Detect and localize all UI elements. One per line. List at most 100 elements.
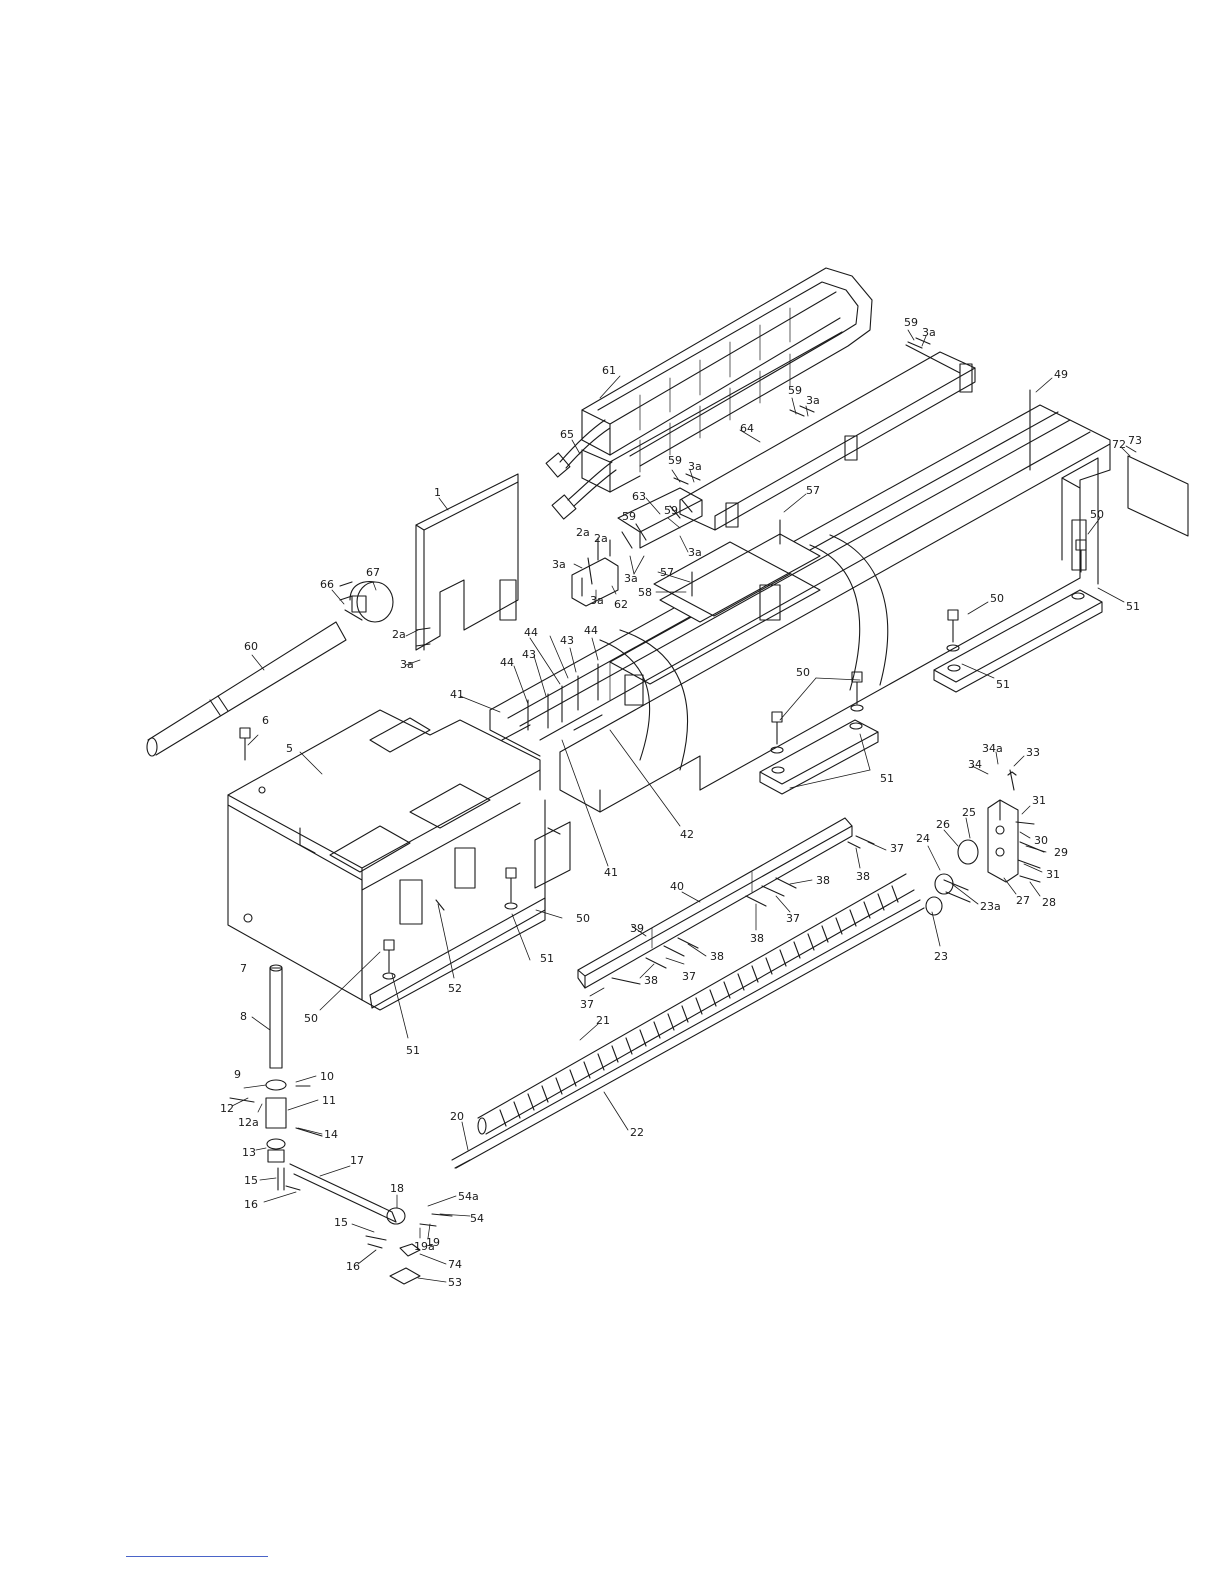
callout-64: 64 xyxy=(740,422,754,435)
callout-3a-h: 3a xyxy=(590,594,604,607)
callout-72: 72 xyxy=(1112,438,1126,451)
callout-5: 5 xyxy=(286,742,293,755)
callout-18: 18 xyxy=(390,1182,404,1195)
callout-49: 49 xyxy=(1054,368,1068,381)
callout-38c: 38 xyxy=(750,932,764,945)
callout-39: 39 xyxy=(630,922,644,935)
bracket-plates xyxy=(571,487,791,617)
callout-38: 38 xyxy=(856,870,870,883)
callout-24: 24 xyxy=(916,832,930,845)
callout-43b: 43 xyxy=(560,634,574,647)
callout-16b: 16 xyxy=(346,1260,360,1273)
callout-38e: 38 xyxy=(644,974,658,987)
end-bearing-block xyxy=(925,771,1019,916)
callout-37c: 37 xyxy=(682,970,696,983)
end-cover-plate xyxy=(1127,455,1189,537)
headstock-end-block xyxy=(227,709,571,1011)
cross-link-arm xyxy=(289,1163,421,1285)
callout-44b: 44 xyxy=(524,626,538,639)
gear-rack-bar xyxy=(577,817,853,989)
callout-62: 62 xyxy=(614,598,628,611)
callout-59b: 59 xyxy=(788,384,802,397)
callout-17: 17 xyxy=(350,1154,364,1167)
riser-block-right xyxy=(933,589,1103,693)
callout-8: 8 xyxy=(240,1010,247,1023)
callout-38b: 38 xyxy=(816,874,830,887)
lead-screw xyxy=(477,873,915,1135)
callout-63: 63 xyxy=(632,490,646,503)
callout-3a-e: 3a xyxy=(688,546,702,559)
callout-37: 37 xyxy=(890,842,904,855)
callout-3a-d: 3a xyxy=(688,460,702,473)
guide-rod xyxy=(451,899,925,1169)
callout-9: 9 xyxy=(234,1068,241,1081)
callout-57b: 57 xyxy=(660,566,674,579)
callout-41b: 41 xyxy=(604,866,618,879)
cable-carrier-chain xyxy=(581,267,873,493)
callout-54: 54 xyxy=(470,1212,484,1225)
part-callouts: 1 2a 3a 5 6 60 66 67 7 8 9 10 11 12 12a … xyxy=(220,316,1142,1289)
callout-51d: 51 xyxy=(540,952,554,965)
callout-37d: 37 xyxy=(580,998,594,1011)
callout-16: 16 xyxy=(244,1198,258,1211)
callout-7: 7 xyxy=(240,962,247,975)
leader-lines xyxy=(231,329,1137,1283)
callout-73: 73 xyxy=(1128,434,1142,447)
callout-3a-c: 3a xyxy=(806,394,820,407)
vertical-shaft-assembly xyxy=(265,964,287,1191)
callout-59d: 59 xyxy=(622,510,636,523)
callout-22: 22 xyxy=(630,1126,644,1139)
callout-12a: 12a xyxy=(238,1116,259,1129)
callout-51b: 51 xyxy=(996,678,1010,691)
callout-59c: 59 xyxy=(668,454,682,467)
callout-3a: 3a xyxy=(400,658,414,671)
callout-53: 53 xyxy=(448,1276,462,1289)
callout-34: 34 xyxy=(968,758,982,771)
callout-59: 59 xyxy=(904,316,918,329)
callout-42: 42 xyxy=(680,828,694,841)
callout-25: 25 xyxy=(962,806,976,819)
callout-26: 26 xyxy=(936,818,950,831)
callout-61: 61 xyxy=(602,364,616,377)
callout-38d: 38 xyxy=(710,950,724,963)
callout-3a-b: 3a xyxy=(922,326,936,339)
callout-14: 14 xyxy=(324,1128,338,1141)
callout-60: 60 xyxy=(244,640,258,653)
callout-20: 20 xyxy=(450,1110,464,1123)
callout-67: 67 xyxy=(366,566,380,579)
callout-40: 40 xyxy=(670,880,684,893)
callout-29: 29 xyxy=(1054,846,1068,859)
callout-57: 57 xyxy=(806,484,820,497)
callout-11: 11 xyxy=(322,1094,336,1107)
callout-44c: 44 xyxy=(584,624,598,637)
break-lines xyxy=(599,534,889,771)
callout-21: 21 xyxy=(596,1014,610,1027)
callout-50b: 50 xyxy=(990,592,1004,605)
callout-34a: 34a xyxy=(982,742,1003,755)
callout-3a-f: 3a xyxy=(552,558,566,571)
callout-65: 65 xyxy=(560,428,574,441)
chain-tray xyxy=(679,344,976,531)
callout-23a: 23a xyxy=(980,900,1001,913)
callout-59e: 59 xyxy=(664,504,678,517)
callout-15b: 15 xyxy=(334,1216,348,1229)
machine-bed xyxy=(489,404,1111,813)
callout-44: 44 xyxy=(500,656,514,669)
carriage-base-rail xyxy=(369,897,546,1009)
callout-31b: 31 xyxy=(1046,868,1060,881)
riser-block-mid xyxy=(759,719,879,795)
callout-1: 1 xyxy=(434,486,441,499)
callout-2a-b: 2a xyxy=(576,526,590,539)
callout-33: 33 xyxy=(1026,746,1040,759)
callout-2a-c: 2a xyxy=(594,532,608,545)
callout-37b: 37 xyxy=(786,912,800,925)
callout-51: 51 xyxy=(1126,600,1140,613)
callout-2a: 2a xyxy=(392,628,406,641)
callout-6: 6 xyxy=(262,714,269,727)
callout-43: 43 xyxy=(522,648,536,661)
callout-66: 66 xyxy=(320,578,334,591)
callout-41: 41 xyxy=(450,688,464,701)
callout-50d: 50 xyxy=(576,912,590,925)
callout-15: 15 xyxy=(244,1174,258,1187)
